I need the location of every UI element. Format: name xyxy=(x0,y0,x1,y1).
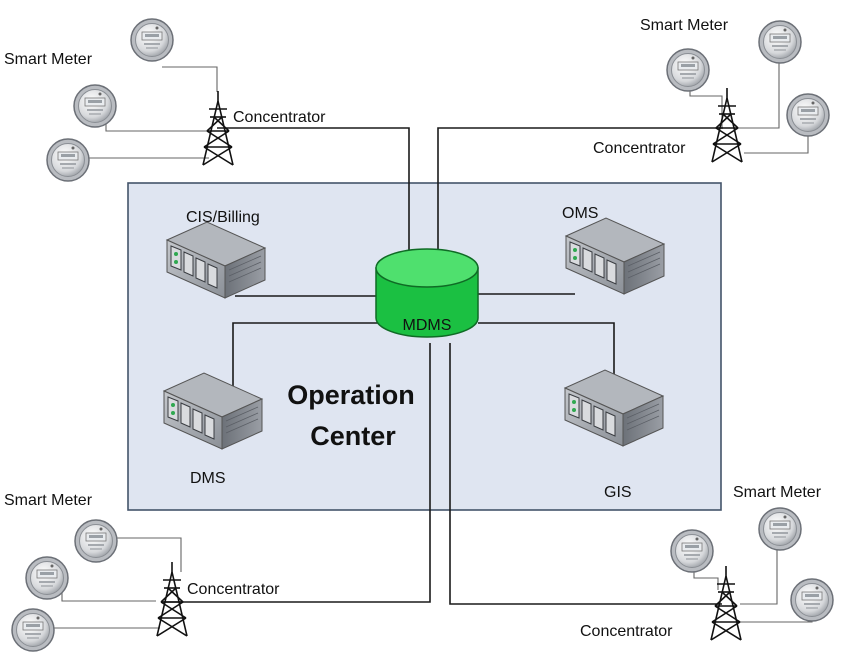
link-br-concentrator xyxy=(449,343,722,605)
smart-meter-icon xyxy=(46,138,90,182)
mdms-database: MDMS xyxy=(375,248,479,338)
smart-meter-icon xyxy=(25,556,69,600)
concentrator-tower-icon xyxy=(711,87,743,163)
database-top xyxy=(375,248,479,288)
mdms-label: MDMS xyxy=(403,317,452,334)
dms-label: DMS xyxy=(190,470,226,487)
network-links xyxy=(162,127,723,605)
smart-meter-label: Smart Meter xyxy=(4,492,93,509)
smart-meter-icon xyxy=(74,519,118,563)
smart-meter-icon xyxy=(73,84,117,128)
gis-label: GIS xyxy=(604,484,632,501)
smart-meter-icon xyxy=(11,608,55,652)
concentrator-label: Concentrator xyxy=(233,109,326,126)
smart-meter-icon xyxy=(670,529,714,573)
concentrator-label: Concentrator xyxy=(187,581,280,598)
link-tr-concentrator xyxy=(437,127,723,262)
smart-meter-icon xyxy=(130,18,174,62)
link-dms xyxy=(232,322,378,398)
meters-bottom-left xyxy=(11,519,118,652)
link-tl-concentrator xyxy=(217,127,410,262)
link-bl-concentrator xyxy=(162,343,431,603)
operation-center-title-line2: Center xyxy=(310,421,396,451)
meters-top-right xyxy=(666,20,830,137)
concentrator-label: Concentrator xyxy=(580,623,673,640)
smart-meter-label: Smart Meter xyxy=(640,17,729,34)
concentrator-label: Concentrator xyxy=(593,140,686,157)
smart-meter-label: Smart Meter xyxy=(733,484,822,501)
operation-center-title-line1: Operation xyxy=(287,380,415,410)
smart-meter-label: Smart Meter xyxy=(4,51,93,68)
smart-meter-icon xyxy=(666,48,710,92)
oms-label: OMS xyxy=(562,205,598,222)
smart-meter-icon xyxy=(758,507,802,551)
concentrator-tower-icon xyxy=(156,561,188,637)
smart-meter-icon xyxy=(790,578,834,622)
smart-meter-icon xyxy=(758,20,802,64)
smart-meter-icon xyxy=(786,93,830,137)
meters-top-left xyxy=(46,18,174,182)
link-gis xyxy=(478,322,615,386)
concentrator-tower-icon xyxy=(710,565,742,641)
cis-billing-label: CIS/Billing xyxy=(186,209,260,226)
